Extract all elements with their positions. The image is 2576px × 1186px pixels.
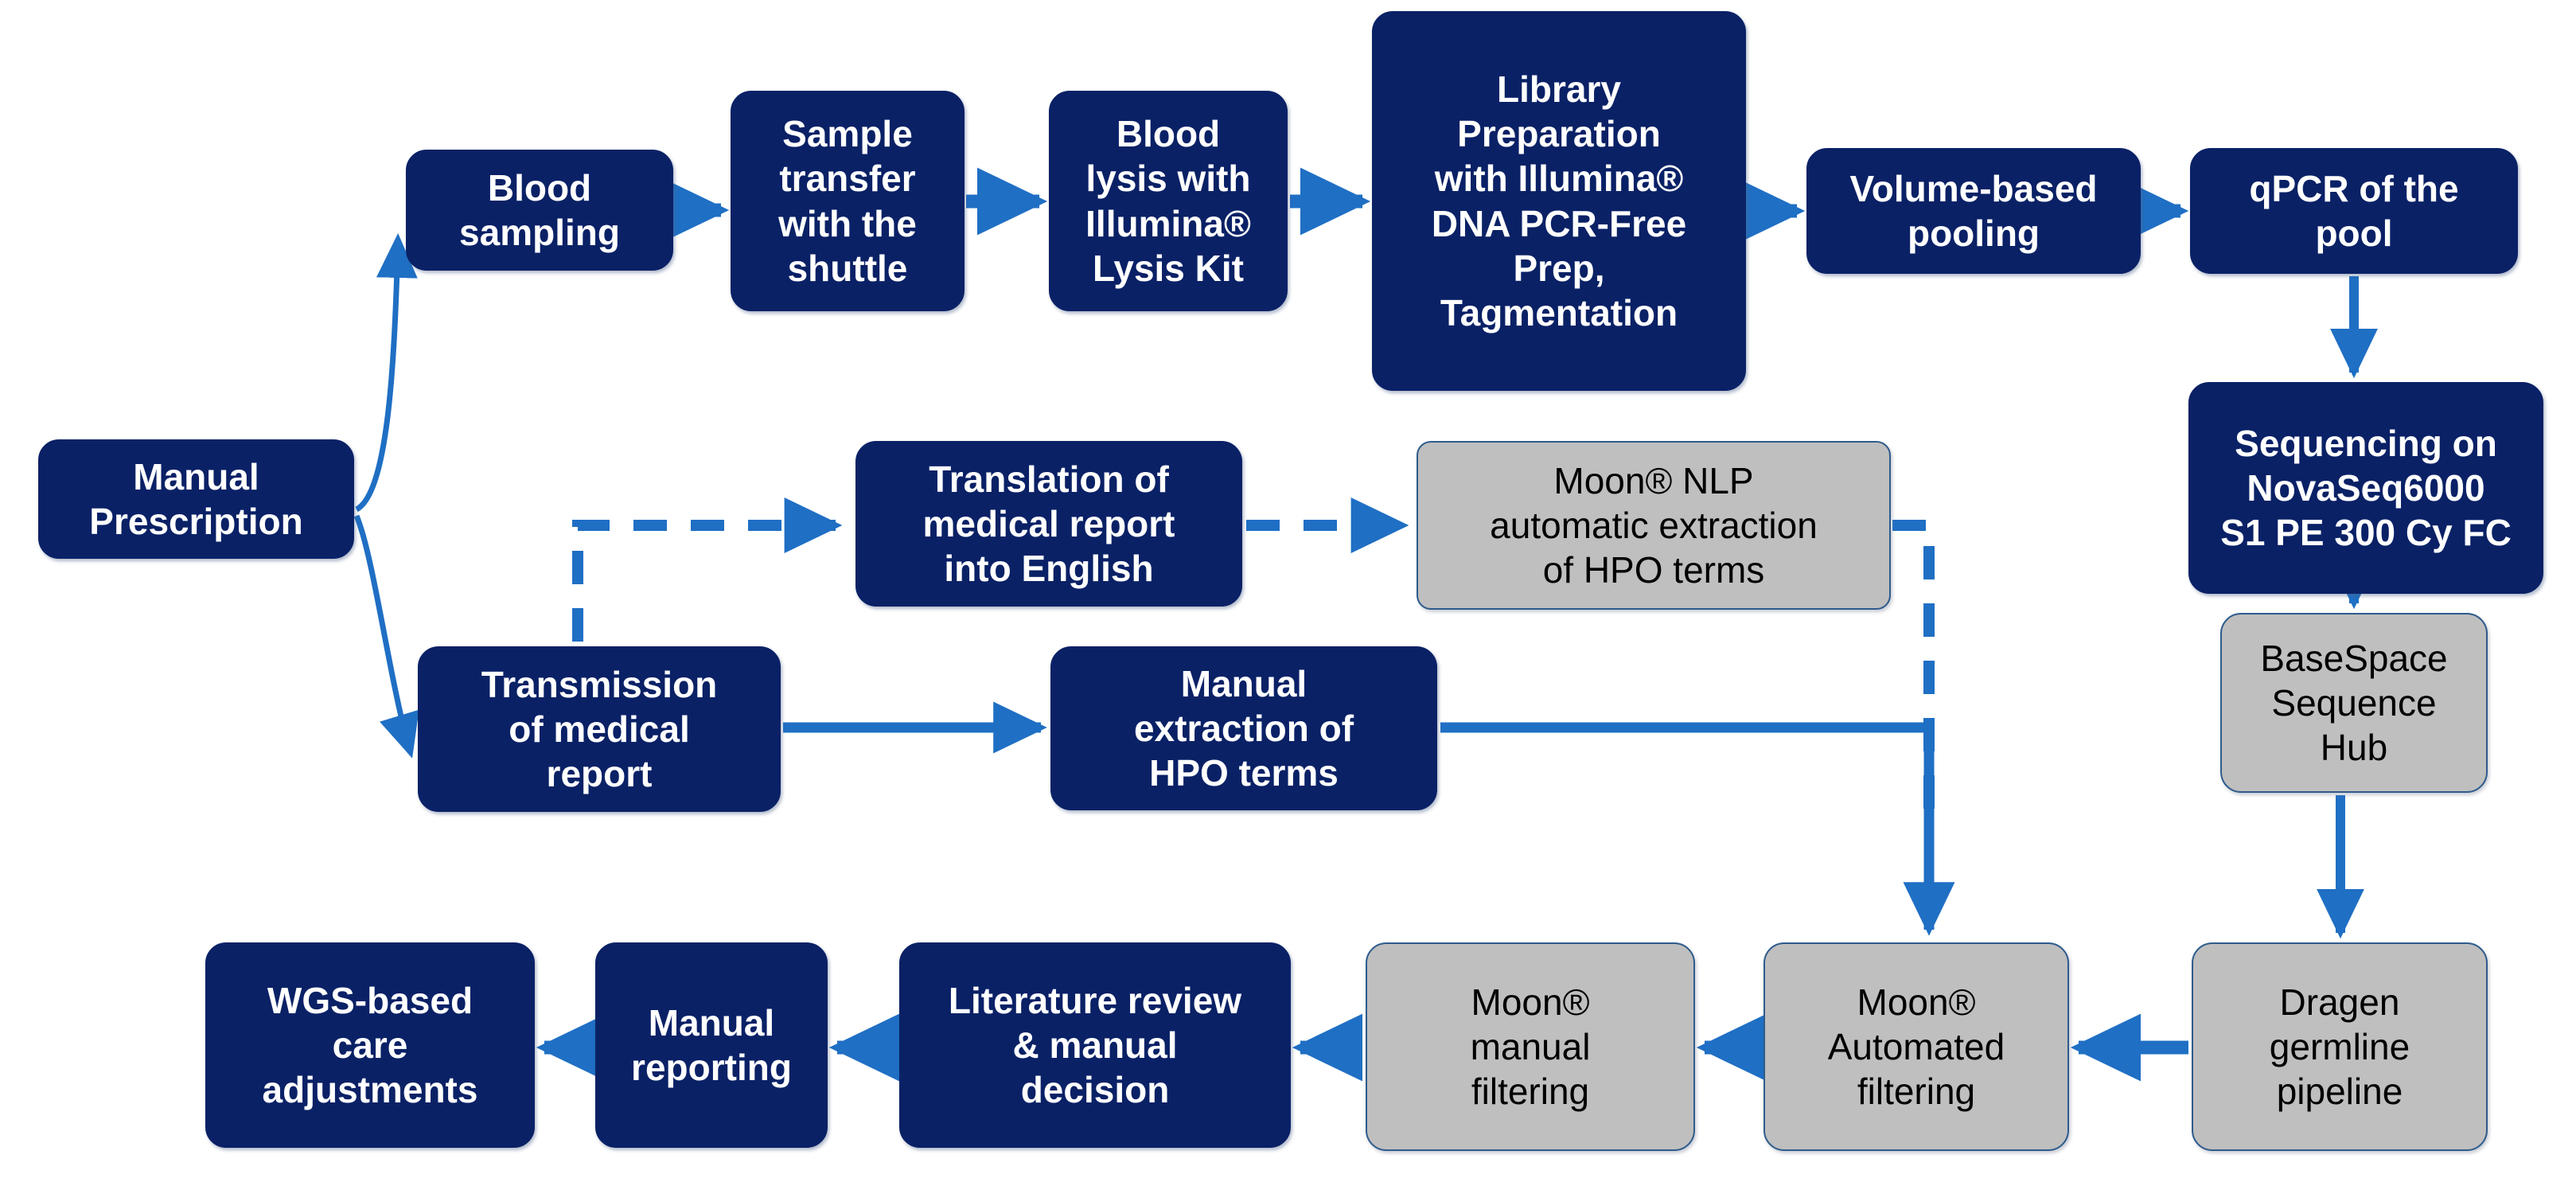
node-sample-transfer[interactable]: Sample transfer with the shuttle bbox=[731, 91, 965, 311]
node-blood-sampling[interactable]: Blood sampling bbox=[406, 150, 673, 271]
node-transmission-of-medical-report[interactable]: Transmission of medical report bbox=[418, 646, 781, 812]
node-dragen-germline-pipeline[interactable]: Dragen germline pipeline bbox=[2192, 942, 2488, 1151]
node-manual-prescription[interactable]: Manual Prescription bbox=[38, 439, 354, 559]
edge-manual-extraction-to-moon-automated bbox=[1440, 722, 1955, 936]
node-literature-review-manual-decision[interactable]: Literature review & manual decision bbox=[899, 942, 1291, 1148]
node-sequencing-novaseq[interactable]: Sequencing on NovaSeq6000 S1 PE 300 Cy F… bbox=[2188, 382, 2543, 594]
edge-transmission-to-translation-dashed bbox=[572, 497, 843, 642]
node-wgs-based-care-adjustments[interactable]: WGS-based care adjustments bbox=[205, 942, 535, 1148]
edge-moon-nlp-to-junction-dashed bbox=[1892, 520, 1935, 821]
node-moon-manual-filtering[interactable]: Moon® manual filtering bbox=[1366, 942, 1695, 1151]
node-qpcr-of-the-pool[interactable]: qPCR of the pool bbox=[2190, 148, 2518, 274]
node-library-preparation[interactable]: Library Preparation with Illumina® DNA P… bbox=[1372, 11, 1746, 391]
node-blood-lysis[interactable]: Blood lysis with Illumina® Lysis Kit bbox=[1049, 91, 1288, 311]
node-moon-nlp-extraction[interactable]: Moon® NLP automatic extraction of HPO te… bbox=[1417, 441, 1891, 610]
node-moon-automated-filtering[interactable]: Moon® Automated filtering bbox=[1763, 942, 2069, 1151]
node-manual-reporting[interactable]: Manual reporting bbox=[595, 942, 828, 1148]
edge-prescription-to-transmission bbox=[353, 514, 419, 759]
node-basespace-sequence-hub[interactable]: BaseSpace Sequence Hub bbox=[2220, 613, 2488, 793]
node-translation-of-medical-report[interactable]: Translation of medical report into Engli… bbox=[855, 441, 1242, 607]
edge-prescription-to-blood-sampling bbox=[355, 233, 418, 513]
node-manual-extraction-hpo[interactable]: Manual extraction of HPO terms bbox=[1050, 646, 1437, 810]
node-volume-based-pooling[interactable]: Volume-based pooling bbox=[1806, 148, 2141, 274]
